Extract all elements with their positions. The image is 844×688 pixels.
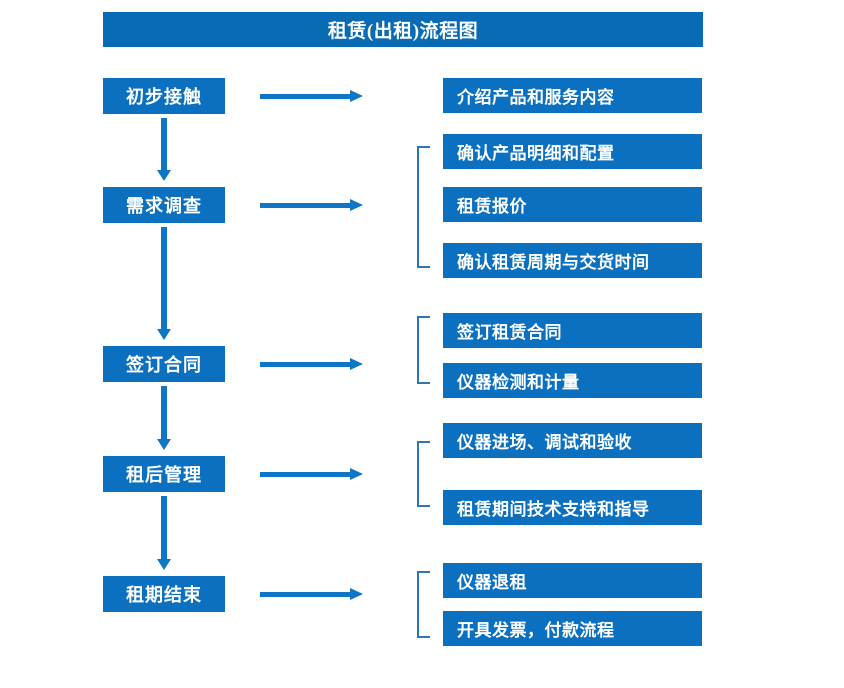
detail-box-technical-support[interactable]: 租赁期间技术支持和指导 [443,490,702,525]
stage-box-needs-survey[interactable]: 需求调查 [103,187,225,223]
down-arrow-icon-2 [157,227,171,340]
stage-box-initial-contact[interactable]: 初步接触 [103,78,225,114]
right-arrow-icon-1 [260,90,365,102]
right-arrow-icon-4 [260,468,365,480]
page-title: 租赁(出租)流程图 [103,12,703,47]
stage-box-sign-contract[interactable]: 签订合同 [103,346,225,382]
group-bracket-icon-lease-end [417,571,430,638]
detail-box-instrument-return[interactable]: 仪器退租 [443,563,702,598]
detail-box-invoice-payment[interactable]: 开具发票，付款流程 [443,611,702,646]
down-arrow-icon-4 [157,496,171,570]
group-bracket-icon-needs-survey [417,146,430,268]
detail-box-instrument-onsite-commission[interactable]: 仪器进场、调试和验收 [443,423,702,458]
detail-box-confirm-lease-period[interactable]: 确认租赁周期与交货时间 [443,243,702,278]
group-bracket-icon-post-rental [417,441,430,507]
stage-box-post-rental-management[interactable]: 租后管理 [103,456,225,492]
detail-box-sign-lease-contract[interactable]: 签订租赁合同 [443,313,702,348]
detail-box-introduce-products[interactable]: 介绍产品和服务内容 [443,78,702,113]
detail-box-instrument-inspection[interactable]: 仪器检测和计量 [443,363,702,398]
stage-box-lease-end[interactable]: 租期结束 [103,576,225,612]
group-bracket-icon-sign-contract [417,316,430,384]
detail-box-rental-quote[interactable]: 租赁报价 [443,187,702,222]
right-arrow-icon-5 [260,588,365,600]
right-arrow-icon-3 [260,358,365,370]
down-arrow-icon-3 [157,386,171,450]
right-arrow-icon-2 [260,199,365,211]
detail-box-confirm-product-details[interactable]: 确认产品明细和配置 [443,134,702,169]
down-arrow-icon-1 [157,118,171,181]
